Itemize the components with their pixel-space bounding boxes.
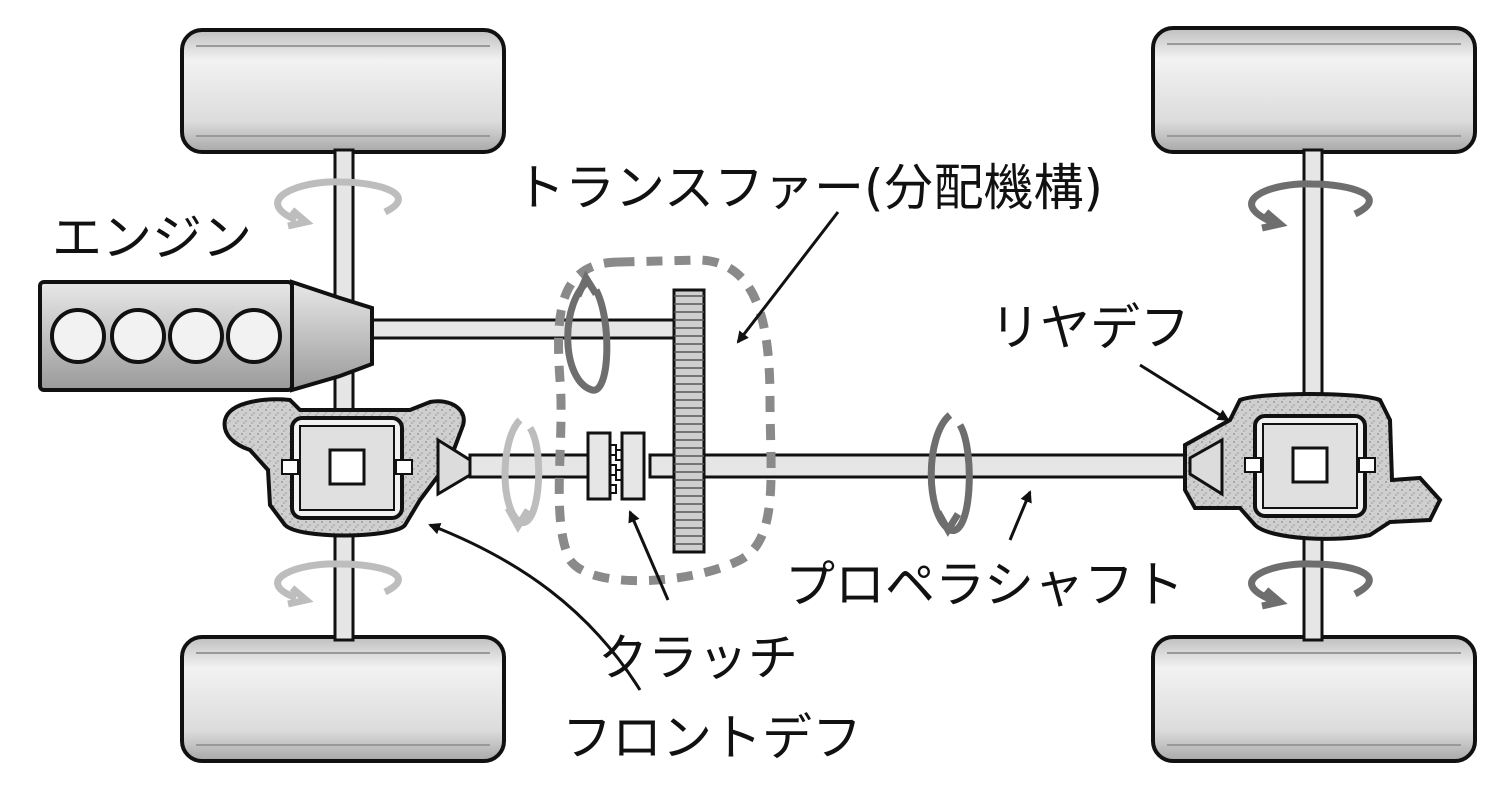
transfer-label: トランスファー(分配機構)	[515, 159, 1103, 217]
front-output-shaft	[468, 453, 592, 479]
leader-lines	[428, 211, 1230, 691]
front-right-tire	[180, 635, 506, 763]
rear-diff-label: リヤデフ	[990, 299, 1190, 357]
transfer-input-shaft	[368, 318, 680, 340]
rear-right-tire	[1151, 635, 1477, 763]
engine-block	[38, 279, 374, 393]
rotation-arrows	[274, 178, 1373, 610]
front-diff-label: フロントデフ	[562, 709, 862, 767]
propeller-shaft-bar	[648, 453, 1192, 479]
transfer-boundary	[554, 255, 776, 586]
rear-left-tire	[1151, 26, 1477, 154]
front-differential	[222, 397, 472, 538]
clutch-mechanism	[586, 431, 646, 501]
engine-label: エンジン	[52, 209, 252, 267]
front-left-tire	[180, 28, 506, 154]
propeller-shaft-label: プロペラシャフト	[785, 556, 1184, 614]
clutch-label: クラッチ	[598, 629, 798, 687]
rear-differential	[1183, 392, 1443, 541]
transfer-gear	[672, 288, 706, 554]
